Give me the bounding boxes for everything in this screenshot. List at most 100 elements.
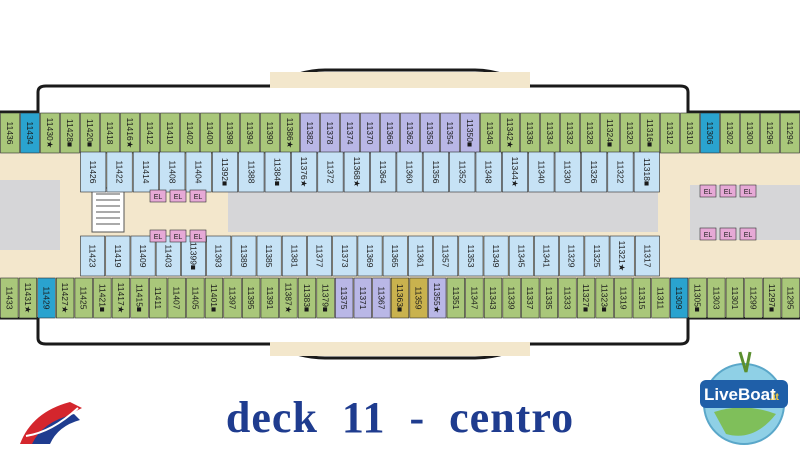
cabin-number: 11429 <box>42 286 52 309</box>
cabin-number: 11326 <box>589 160 599 183</box>
cabin-cell <box>317 151 344 193</box>
elevator-3 <box>189 189 207 203</box>
cabin-11369: 11369 <box>357 235 383 277</box>
cabin-11386: 11386★ <box>280 112 300 154</box>
cabin-number: 11362 <box>405 121 415 144</box>
cabin-11388: 11388 <box>238 151 265 193</box>
cabin-number: 11436 <box>5 121 15 144</box>
cabin-number: 11332 <box>565 121 575 144</box>
cabin-cell <box>409 277 428 319</box>
elevator-5 <box>169 229 187 243</box>
cabin-number: 11295 <box>786 286 796 309</box>
cabin-11355: 11355★ <box>428 277 447 319</box>
cabin-11381: 11381 <box>281 235 307 277</box>
cabin-cell <box>707 277 726 319</box>
cabin-11353: 11353 <box>458 235 484 277</box>
cabin-number: 11350■ <box>465 119 475 147</box>
cabin-cell <box>105 235 131 277</box>
cabin-number: 11392■ <box>220 158 230 186</box>
cabin-number: 11321★ <box>617 241 627 272</box>
cabin-11329: 11329 <box>559 235 585 277</box>
cabin-11302: 11302 <box>720 112 740 154</box>
cabin-number: 11421■ <box>97 284 107 312</box>
cabin-cell <box>130 235 156 277</box>
cabin-cell <box>614 277 633 319</box>
cabin-11412: 11412 <box>140 112 160 154</box>
cabin-number: 11393 <box>214 244 224 267</box>
cabin-cell <box>370 151 397 193</box>
elevator-1 <box>149 189 167 203</box>
cabin-11422: 11422 <box>106 151 133 193</box>
cabin-cell <box>291 151 318 193</box>
cabin-11401: 11401■ <box>204 277 224 319</box>
cabin-cell <box>343 151 370 193</box>
cabin-cell <box>720 112 740 154</box>
cabin-number: 11351 <box>451 286 461 309</box>
cabin-11363: 11363■ <box>390 277 410 319</box>
cabin-11337: 11337 <box>521 277 540 319</box>
cabin-11425: 11425 <box>74 277 93 319</box>
cabin-cell <box>0 277 19 319</box>
cabin-number: 11358 <box>425 121 435 144</box>
cabin-number: 11366 <box>385 121 395 144</box>
cabin-cell <box>56 277 75 319</box>
cabin-11322: 11322 <box>607 151 634 193</box>
cabin-11344: 11344★ <box>502 151 528 193</box>
cabin-cell <box>651 277 670 319</box>
cabin-11356: 11356 <box>422 151 449 193</box>
cabin-number: 11394 <box>245 121 255 144</box>
cabin-cell <box>559 235 585 277</box>
cabin-number: 11352 <box>457 160 467 183</box>
cabin-11360: 11360 <box>396 151 423 193</box>
cabin-number: 11431★ <box>23 283 33 314</box>
cabin-number: 11401■ <box>209 284 219 312</box>
elevator-8 <box>719 184 737 198</box>
cabin-11303: 11303 <box>707 277 726 319</box>
cabin-number: 11425 <box>79 286 89 309</box>
elevator-label: EL <box>744 189 753 196</box>
cabin-number: 11378 <box>325 121 335 144</box>
cabin-cell <box>408 235 433 277</box>
cabin-11312: 11312 <box>660 112 680 154</box>
cabin-number: 11311 <box>655 287 665 310</box>
cabin-cell <box>558 277 577 319</box>
cabin-number: 11337 <box>525 286 535 309</box>
cabin-cell <box>335 277 354 319</box>
cabin-number: 11297■ <box>767 284 777 312</box>
cabin-number: 11334 <box>545 121 555 144</box>
cabin-number: 11356 <box>431 160 441 183</box>
cabin-11345: 11345 <box>508 235 534 277</box>
cabin-cell <box>297 277 317 319</box>
cabin-11379: 11379■ <box>316 277 335 319</box>
cabin-cell <box>204 277 224 319</box>
cabin-number: 11391 <box>265 286 275 309</box>
cabin-number: 11310 <box>685 121 695 144</box>
cabin-cell <box>669 277 689 319</box>
cabin-number: 11315 <box>637 286 647 309</box>
cabin-number: 11348 <box>484 160 494 183</box>
cabin-number: 11299 <box>748 286 758 309</box>
cabin-number: 11419 <box>113 244 123 267</box>
cabin-11311: 11311 <box>651 277 670 319</box>
cabin-11404: 11404 <box>185 151 212 193</box>
elevator-label: EL <box>724 232 733 239</box>
cabin-11394: 11394 <box>240 112 260 154</box>
cabin-11423: 11423 <box>80 235 106 277</box>
cabin-number: 11422 <box>115 160 125 183</box>
cabin-number: 11325 <box>592 244 602 267</box>
cabin-cell <box>634 235 660 277</box>
cabin-11399: 11399■ <box>181 235 206 277</box>
cabin-number: 11354 <box>445 121 455 144</box>
cabin-cell <box>37 277 56 319</box>
cabin-number: 11342★ <box>505 118 515 149</box>
cabin-11416: 11416★ <box>120 112 140 154</box>
cabin-11421: 11421■ <box>93 277 112 319</box>
cabin-11415: 11415■ <box>130 277 149 319</box>
elevator-label: EL <box>704 232 713 239</box>
cabin-11334: 11334 <box>540 112 560 154</box>
cabin-cell <box>238 151 265 193</box>
cabin-11317: 11317 <box>634 235 660 277</box>
cabin-number: 11368★ <box>352 157 362 188</box>
elevator-label: EL <box>174 194 183 201</box>
